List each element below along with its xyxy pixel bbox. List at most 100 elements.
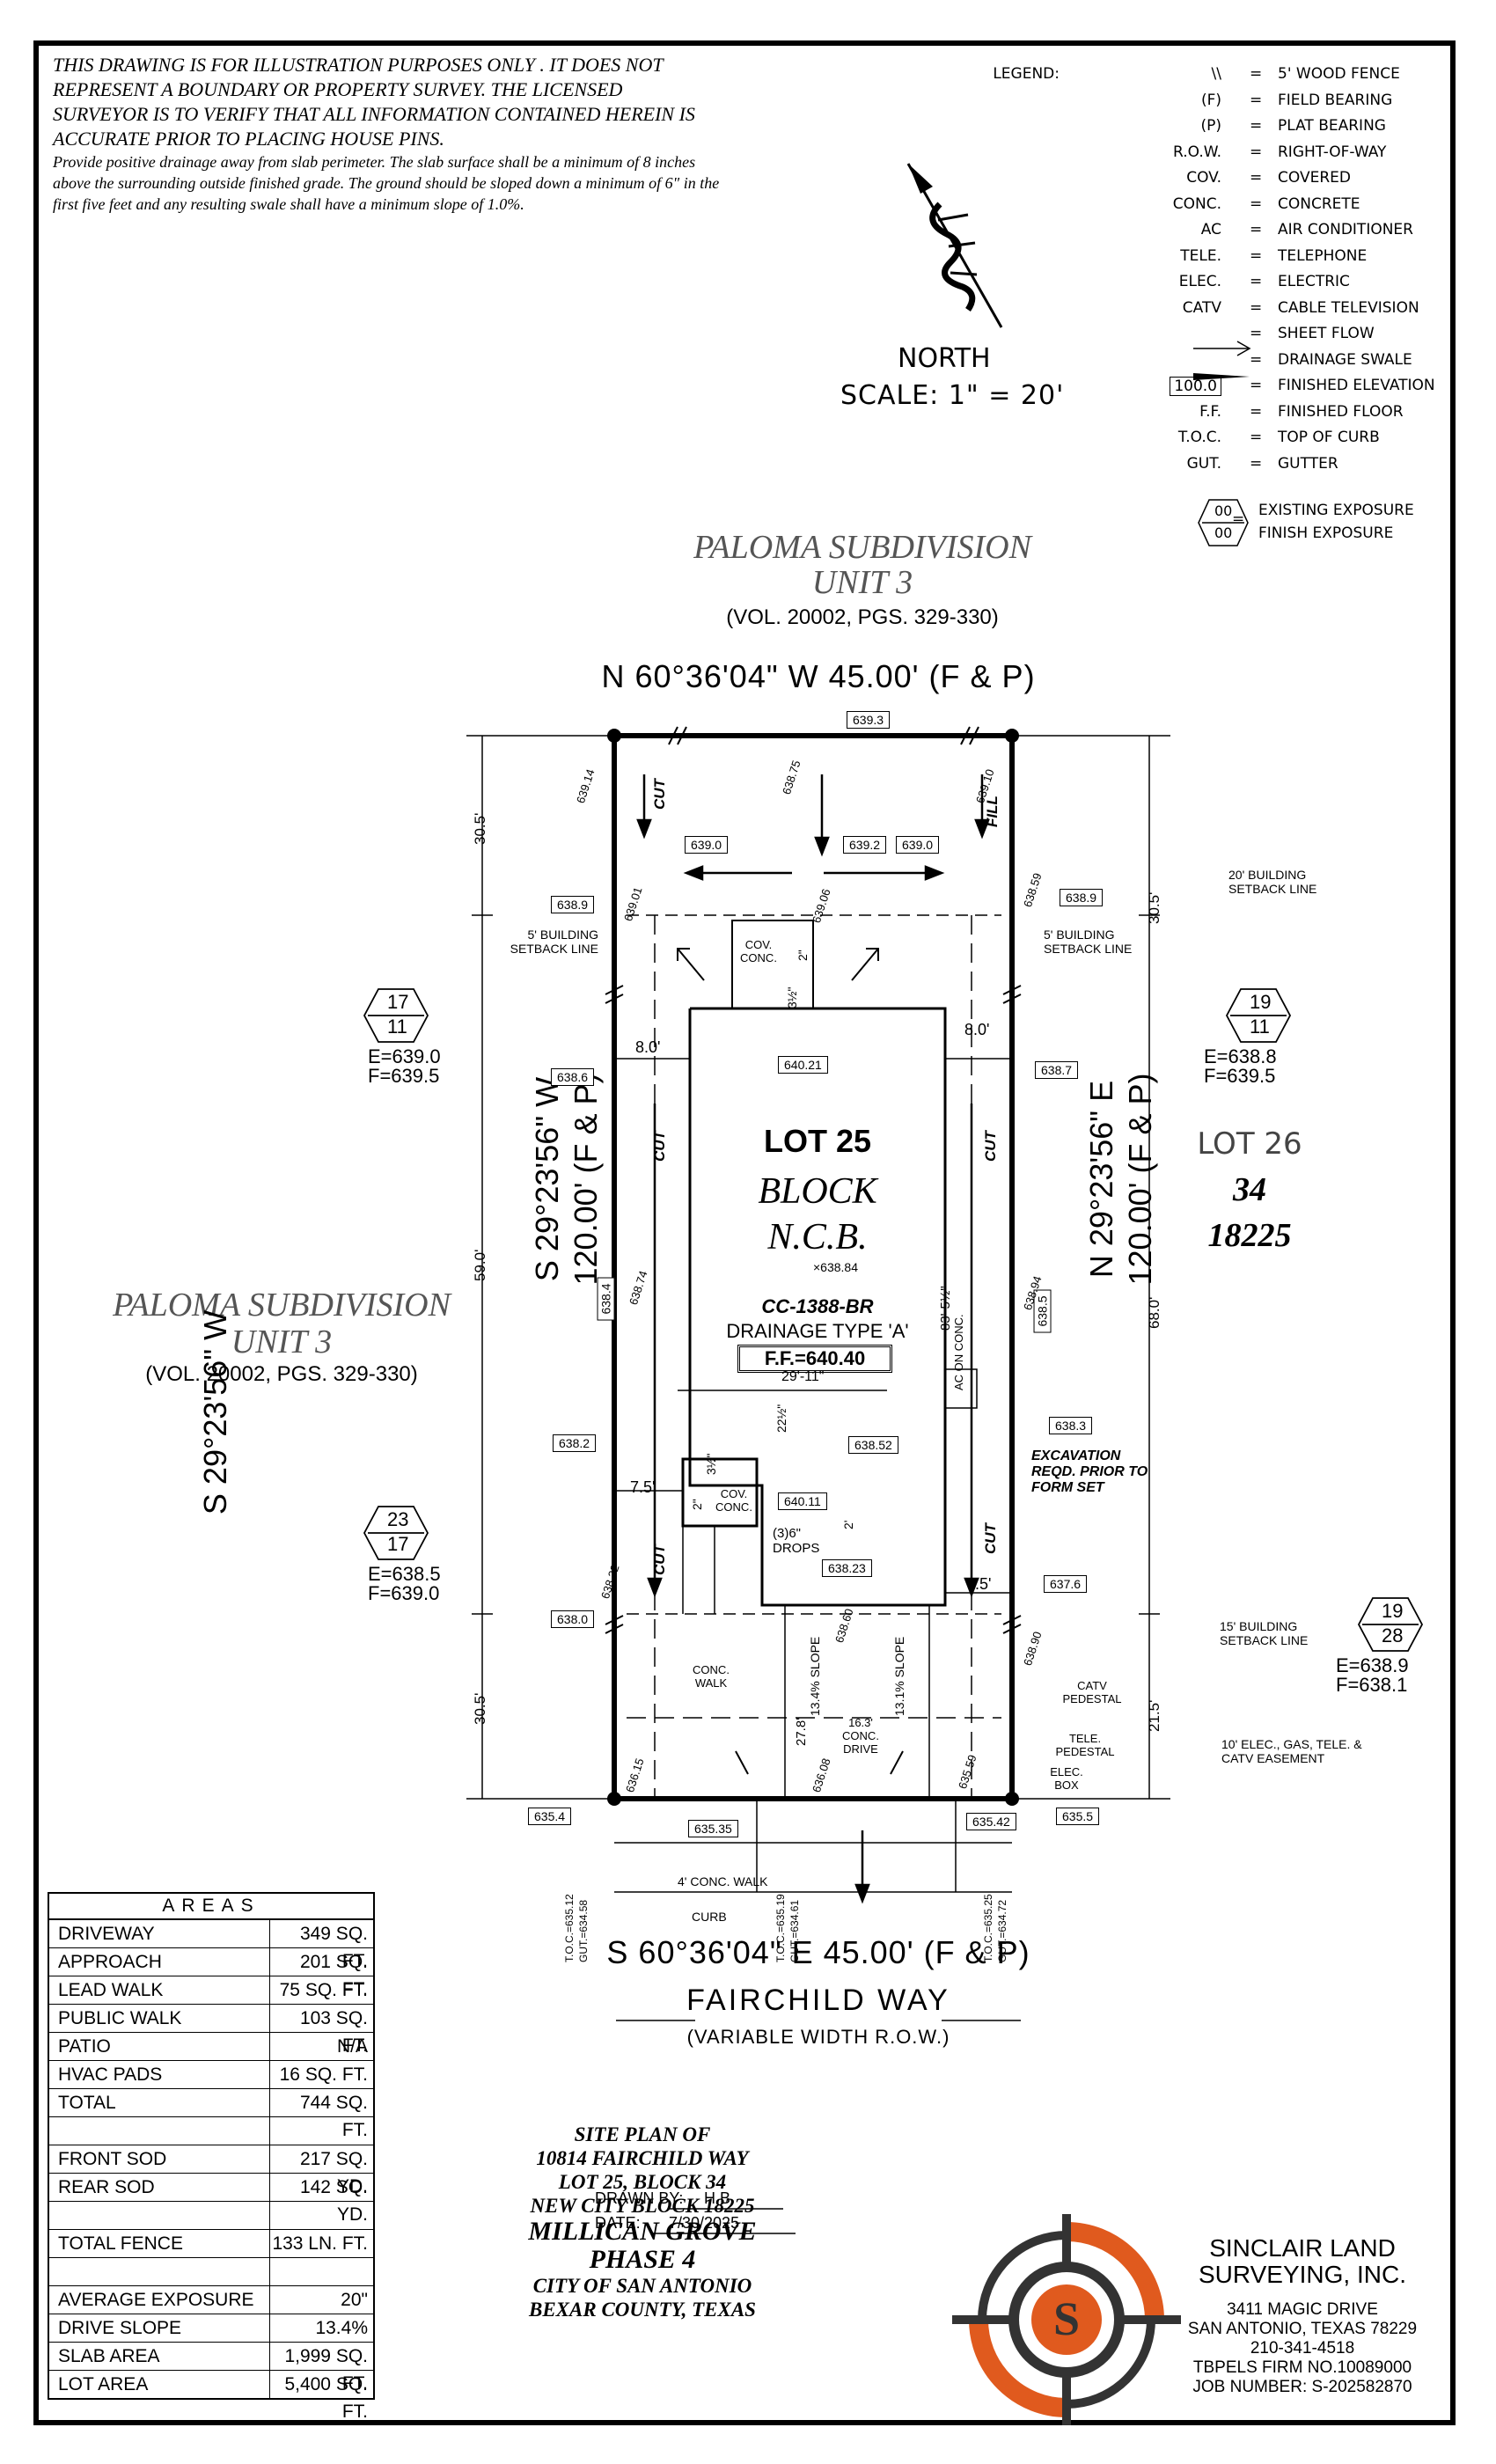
legend-symbol: F.F. [1199,402,1221,421]
legend-symbol: ELEC. [1178,273,1221,290]
areas-key: DRIVE SLOPE [49,2314,270,2342]
legend-equals: = [1250,350,1263,369]
west-bearing-text: S 29°23'56" W [529,1076,565,1282]
dim-rear-cov-3q: 3½" [704,1453,718,1475]
toc-right: T.O.C.=635.25 [982,1894,994,1962]
drawn-by-label: DRAWN BY: [595,2189,684,2207]
areas-row [49,2202,373,2230]
areas-value: 133 LN. FT. [272,2233,368,2254]
job-number: S-202582870 [1311,2378,1412,2396]
dim-side-right: 68.0' [1146,1296,1162,1329]
legend-exposure-eq: = [1232,510,1245,528]
left-subdivision-name: PALOMA SUBDIVISION [113,1287,451,1324]
west-bearing-dist: 120.00' (F & P) [568,1073,604,1286]
firm-block: SINCLAIR LAND SURVEYING, INC. 3411 MAGIC… [1162,2235,1443,2397]
lot-spot-elev: ×638.84 [813,1260,858,1274]
areas-key: AVERAGE EXPOSURE [49,2286,270,2314]
north-label: NORTH [898,343,991,374]
legend-symbol: \\ [1211,65,1221,83]
legend-meaning: TOP OF CURB [1278,429,1380,446]
elevation-box: 637.6 [1044,1575,1088,1593]
dim-offset-right-2: 7.5' [966,1575,992,1593]
areas-value: 1,999 SQ. FT. [284,2346,368,2394]
dim-rear-setback-left: 30.5' [472,1692,488,1725]
exposure-bottom: 28 [1382,1624,1404,1646]
dim-rear-right: 21.5' [1146,1699,1162,1732]
top-subdivision-ref: (VOL. 20002, PGS. 329-330) [726,605,999,629]
legend-row: \\=5' WOOD FENCE [1091,65,1452,90]
lot26-title: LOT 26 [1197,1126,1302,1162]
note-4-conc-walk: 4' CONC. WALK [678,1874,768,1888]
legend-row: ELEC.=ELECTRIC [1091,273,1452,297]
lot-title: LOT 25 [763,1123,872,1159]
legend-meaning: ELECTRIC [1278,273,1350,290]
left-subdivision-unit: UNIT 3 [231,1324,333,1360]
note-bsl5-left: 5' BUILDING SETBACK LINE [510,928,598,956]
legend-equals: = [1250,169,1263,187]
lot-block: BLOCK [758,1171,877,1212]
drawing-frame [33,40,1456,2425]
areas-key: TOTAL [49,2089,270,2116]
west-bearing-line1: S 29°23'56" W [197,1309,233,1515]
legend-meaning: FINISHED FLOOR [1278,402,1404,421]
title-line-4: NEW CITY BLOCK 18225 [530,2195,755,2217]
lot26-ncb: 18225 [1207,1217,1292,1254]
areas-key: LEAD WALK [49,1976,270,2004]
elevation-box: 638.9 [1060,889,1104,906]
legend-meaning: AIR CONDITIONER [1278,221,1413,238]
areas-key [49,2202,270,2229]
street-name: FAIRCHILD WAY [686,1984,950,2017]
dim-offset-left-2: 7.5' [630,1478,656,1496]
dim-offset-right: 8.0' [964,1021,990,1038]
scale-label: SCALE: 1" = 20' [840,380,1065,411]
legend-symbol: AC [1200,221,1221,238]
note-ac-conc: AC ON CONC. [952,1314,965,1390]
legend-exposure-symbol: 00 00 [1197,498,1250,547]
title-line-1: SITE PLAN OF [574,2123,711,2145]
lot-ncb: N.C.B. [767,1217,868,1258]
elevation-box: 635.4 [528,1808,572,1825]
note-cut-3: CUT [982,1131,999,1162]
title-line-8: BEXAR COUNTY, TEXAS [529,2299,756,2321]
legend-equals: = [1250,246,1263,265]
note-cut-1: CUT [651,779,668,810]
exposure-f: F=639.5 [1204,1065,1276,1087]
note-elec-box: ELEC. BOX [1050,1765,1083,1792]
elevation-box: 639.0 [685,836,729,854]
exposure-top: 19 [1250,991,1272,1013]
legend-meaning: PLAT BEARING [1278,117,1386,135]
note-conc-drive: 16.3' CONC. DRIVE [842,1716,879,1756]
job-label: JOB NUMBER: [1192,2378,1308,2396]
exposure-top: 19 [1382,1600,1404,1622]
street-row: (VARIABLE WIDTH R.O.W.) [686,2026,950,2048]
legend-row: =SHEET FLOW [1091,325,1452,349]
elevation-box: 640.11 [778,1492,827,1510]
areas-value: 349 SQ. FT. [299,1924,368,1971]
areas-value [270,2117,373,2145]
legend-symbol: (P) [1200,117,1221,135]
note-catv-pedestal: CATV PEDESTAL [1062,1679,1122,1705]
exposure-e: E=638.8 [1204,1045,1277,1067]
legend-meaning: CABLE TELEVISION [1278,298,1419,317]
legend-row: CONC.=CONCRETE [1091,195,1452,220]
hexagon-icon [1198,499,1249,546]
firm-tbpels: TBPELS FIRM NO.10089000 [1192,2358,1412,2377]
exposure-e: E=638.9 [1336,1654,1409,1676]
areas-key: SLAB AREA [49,2343,270,2370]
areas-key: PUBLIC WALK [49,2005,270,2032]
left-subdivision-ref: (VOL. 20002, PGS. 329-330) [145,1362,418,1386]
exposure-top: 17 [387,991,409,1013]
elevation-box: 635.35 [688,1820,738,1837]
elevation-box: 638.4 [597,1277,615,1321]
legend-equals: = [1250,194,1263,213]
elevation-box: 635.5 [1056,1808,1100,1825]
note-bsl20: 20' BUILDING SETBACK LINE [1228,868,1317,896]
areas-value: 103 SQ. FT. [299,2008,368,2056]
title-line-7: CITY OF SAN ANTONIO [532,2275,752,2297]
legend-equals: = [1250,325,1263,342]
disclaimer-text: THIS DRAWING IS FOR ILLUSTRATION PURPOSE… [53,54,695,150]
